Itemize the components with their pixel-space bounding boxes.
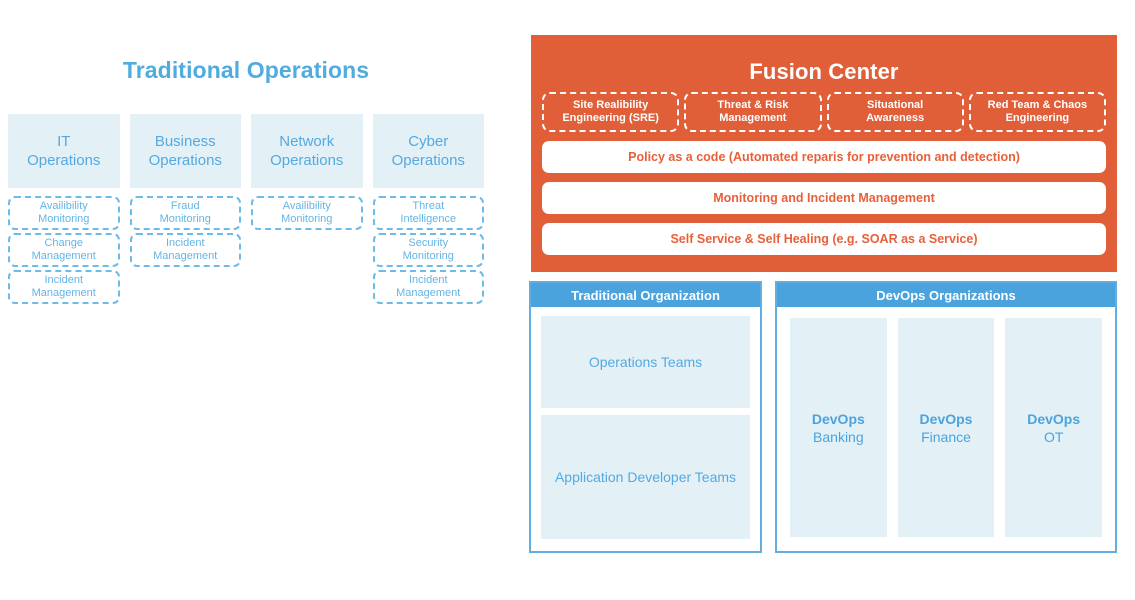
fusion-capability-bar[interactable]: Policy as a code (Automated reparis for … (542, 140, 1106, 173)
devops-team-domain: Finance (921, 428, 971, 445)
traditional-organization-panel: Traditional Organization Operations Team… (529, 281, 762, 553)
traditional-organization-header: Traditional Organization (531, 283, 760, 307)
org-team-box[interactable]: Application Developer Teams (541, 415, 750, 539)
fusion-capability-bar[interactable]: Monitoring and Incident Management (542, 181, 1106, 214)
devops-organizations-header: DevOps Organizations (777, 283, 1115, 307)
devops-team-label: DevOps (919, 410, 973, 427)
devops-team-box-ot[interactable]: DevOps OT (1005, 318, 1103, 537)
devops-team-box-banking[interactable]: DevOps Banking (790, 318, 887, 537)
devops-team-domain: OT (1043, 428, 1064, 445)
traditional-operations-title: Traditional Operations (122, 57, 370, 84)
fusion-capability-bar[interactable]: Self Service & Self Healing (e.g. SOAR a… (542, 222, 1106, 255)
devops-team-box-finance[interactable]: DevOps Finance (897, 318, 995, 537)
devops-team-domain: Banking (813, 428, 864, 445)
fusion-center-title: Fusion Center (749, 58, 899, 84)
traditional-organization-body: Operations Teams Application Developer T… (531, 307, 760, 551)
devops-organizations-panel: DevOps Organizations DevOps Banking DevO… (775, 281, 1117, 553)
devops-team-label: DevOps (811, 410, 865, 427)
org-team-box[interactable]: Operations Teams (541, 316, 750, 408)
devops-organizations-body: DevOps Banking DevOps Finance DevOps OT (777, 307, 1115, 551)
devops-team-label: DevOps (1027, 410, 1081, 427)
